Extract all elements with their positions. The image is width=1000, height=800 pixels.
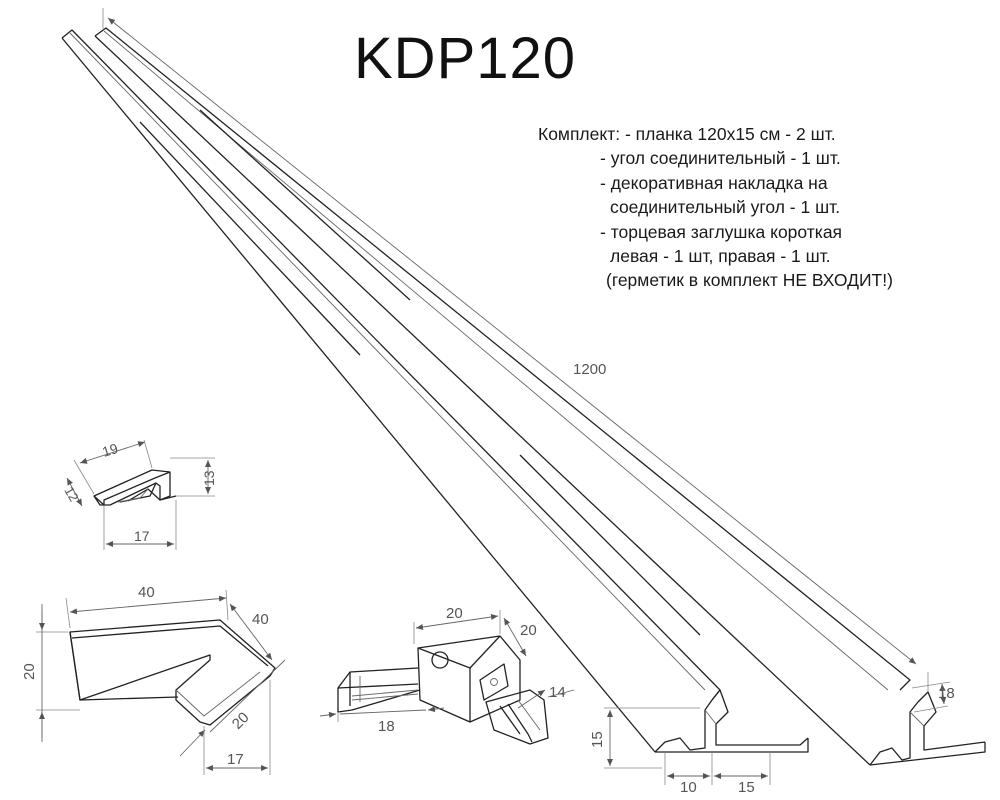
dimension-length: 1200 bbox=[102, 8, 929, 692]
dim-cap-height-label: 13 bbox=[201, 470, 217, 486]
dim-corner-height-label: 20 bbox=[21, 663, 38, 680]
dimension-plank-height: 15 bbox=[589, 707, 700, 769]
dimension-profile-height: 18 bbox=[911, 681, 955, 713]
kit-line-3: - декоративная накладка на bbox=[600, 172, 828, 193]
dim-profile-height-label: 18 bbox=[938, 685, 955, 702]
kit-line-7: (герметик в комплект НЕ ВХОДИТ!) bbox=[606, 270, 893, 291]
kit-line-5: - торцевая заглушка короткая bbox=[600, 221, 843, 242]
connecting-corner-drawing: 20 20 14 18 bbox=[319, 605, 575, 745]
dim-plank-base-label: 10 bbox=[680, 779, 697, 796]
kit-line-4: соединительный угол - 1 шт. bbox=[610, 197, 841, 218]
dim-plank-height-label: 15 bbox=[589, 731, 606, 748]
dim-plank-lip-label: 15 bbox=[738, 779, 755, 796]
dimension-plank-base: 10 15 bbox=[664, 752, 771, 796]
dim-corner-side-label: 40 bbox=[252, 611, 269, 628]
dim-connector-side-label: 20 bbox=[520, 622, 537, 639]
dim-corner-top-label: 40 bbox=[138, 584, 155, 601]
dim-cap-width-label: 19 bbox=[100, 440, 120, 460]
dim-connector-top-label: 20 bbox=[446, 605, 463, 622]
kit-line-2: - угол соединительный - 1 шт. bbox=[600, 148, 841, 169]
dim-cap-base-label: 17 bbox=[134, 528, 150, 544]
kit-contents: Комплект: - планка 120х15 см - 2 шт. - у… bbox=[538, 122, 893, 293]
end-cap-drawing: 19 12 13 17 bbox=[61, 439, 217, 550]
product-title: KDP120 bbox=[354, 26, 577, 91]
dim-cap-depth-label: 12 bbox=[61, 484, 81, 504]
dim-corner-lip-label: 20 bbox=[229, 709, 253, 733]
dim-connector-len-label: 18 bbox=[378, 718, 395, 735]
dim-length-label: 1200 bbox=[573, 361, 606, 378]
kit-line-1: Комплект: - планка 120х15 см - 2 шт. bbox=[538, 124, 836, 144]
dim-corner-bottom-label: 17 bbox=[227, 751, 244, 768]
dim-connector-pin-label: 14 bbox=[549, 684, 566, 701]
kit-line-6: левая - 1 шт, правая - 1 шт. bbox=[610, 246, 831, 267]
corner-overlay-drawing: 40 40 20 20 17 bbox=[21, 584, 286, 775]
